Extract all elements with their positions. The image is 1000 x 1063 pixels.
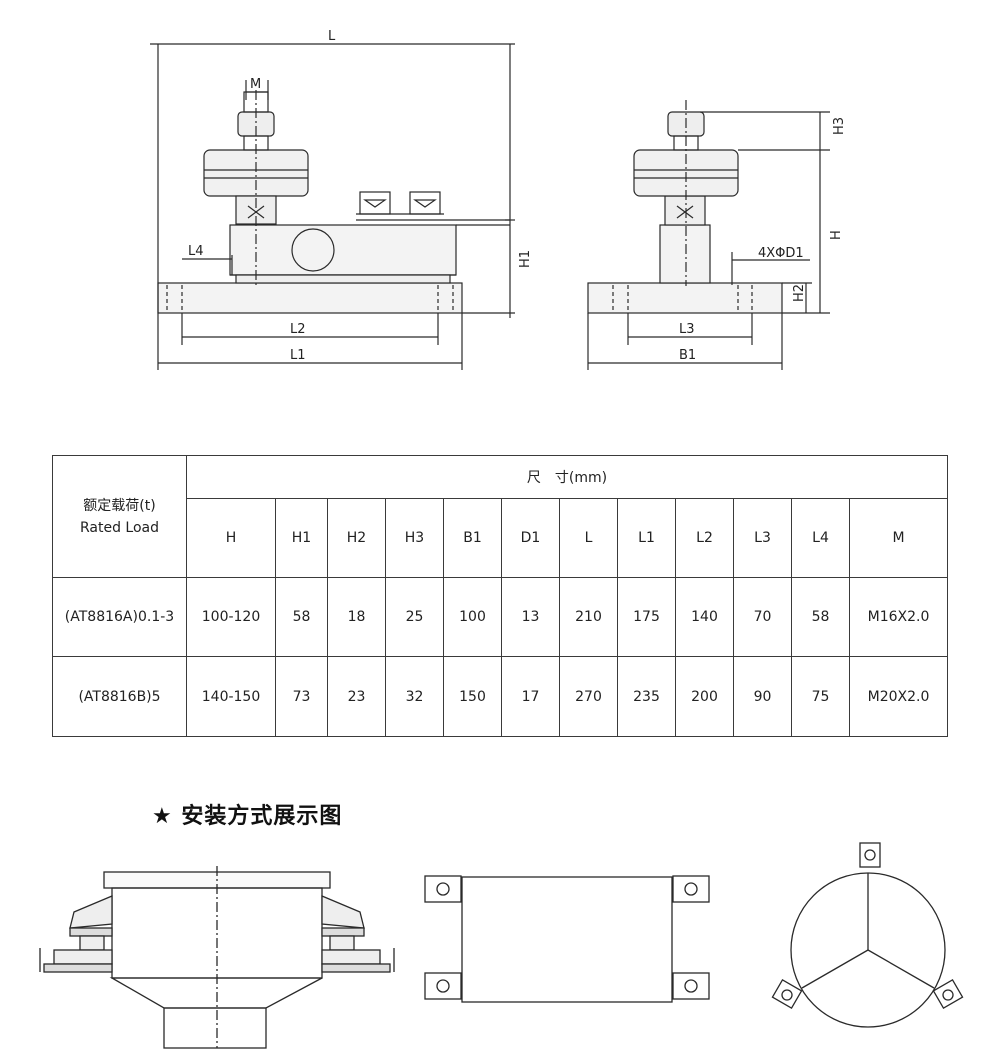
side-load-cell <box>659 224 711 284</box>
column-header: L4 <box>791 498 850 578</box>
table-cell: 25 <box>385 577 444 657</box>
column-header: L1 <box>617 498 676 578</box>
spec-table: 额定载荷(t) Rated Load 尺 寸(mm) H H1 H2 H3 B1… <box>52 455 949 737</box>
table-cell: 140 <box>675 577 734 657</box>
front-base-plate <box>157 282 463 314</box>
column-header: L3 <box>733 498 792 578</box>
installation-diagrams <box>39 842 964 1049</box>
table-cell: 100 <box>443 577 502 657</box>
table-cell: 270 <box>559 656 618 737</box>
front-load-cell <box>229 224 457 276</box>
dim-H2: H2 <box>792 284 807 302</box>
table-row: (AT8816A)0.1-3 100-120 58 18 25 100 13 2… <box>52 577 949 657</box>
rectangular-installation <box>424 875 710 1003</box>
section-title: ★ 安装方式展示图 <box>152 804 343 829</box>
table-cell: 100-120 <box>186 577 276 657</box>
dim-H1: H1 <box>518 250 533 268</box>
dim-L2: L2 <box>290 322 306 337</box>
table-cell: 58 <box>275 577 328 657</box>
size-header: 尺 寸(mm) <box>185 455 949 499</box>
table-cell: 18 <box>327 577 386 657</box>
dim-H3: H3 <box>832 117 847 135</box>
dim-L3: L3 <box>679 322 695 337</box>
table-cell: M20X2.0 <box>848 656 949 737</box>
dim-D1: 4XΦD1 <box>758 246 804 261</box>
column-header: L <box>559 498 618 578</box>
column-header: H1 <box>275 498 328 578</box>
table-cell: 210 <box>559 577 618 657</box>
column-header: B1 <box>443 498 502 578</box>
table-cell: 200 <box>675 656 734 737</box>
column-header: M <box>848 498 949 578</box>
table-cell: 235 <box>617 656 676 737</box>
table-cell: 73 <box>275 656 328 737</box>
table-cell: 13 <box>501 577 560 657</box>
dim-M: M <box>250 77 261 92</box>
column-header-row: H H1 H2 H3 B1 D1 L L1 L2 L3 L4 M <box>53 498 949 578</box>
dimension-drawing: L M L4 H1 L2 L1 H3 H 4XΦD1 H2 L3 B1 <box>150 29 847 370</box>
table-cell: 70 <box>733 577 792 657</box>
hopper-installation <box>39 866 395 1049</box>
table-cell: 175 <box>617 577 676 657</box>
dim-L4: L4 <box>188 244 204 259</box>
dim-L: L <box>328 29 336 44</box>
table-cell: 140-150 <box>186 656 276 737</box>
side-base-plate <box>587 282 783 314</box>
column-header: H3 <box>385 498 444 578</box>
rated-load-header: 额定载荷(t) Rated Load <box>52 455 187 578</box>
rated-load-cn: 额定载荷(t) <box>83 497 156 514</box>
model-cell: (AT8816A)0.1-3 <box>52 577 187 657</box>
dim-L1: L1 <box>290 348 306 363</box>
column-header: D1 <box>501 498 560 578</box>
rated-load-en: Rated Load <box>79 519 160 536</box>
table-cell: 23 <box>327 656 386 737</box>
table-cell: 90 <box>733 656 792 737</box>
column-header: H <box>186 498 276 578</box>
table-cell: 150 <box>443 656 502 737</box>
dim-H: H <box>829 230 844 240</box>
table-row: (AT8816B)5 140-150 73 23 32 150 17 270 2… <box>52 656 949 737</box>
table-cell: 75 <box>791 656 850 737</box>
table-cell: M16X2.0 <box>848 577 949 657</box>
circular-installation <box>771 842 964 1028</box>
column-header: H2 <box>327 498 386 578</box>
model-cell: (AT8816B)5 <box>52 656 187 737</box>
dim-B1: B1 <box>679 348 696 363</box>
table-cell: 58 <box>791 577 850 657</box>
table-cell: 32 <box>385 656 444 737</box>
table-cell: 17 <box>501 656 560 737</box>
column-header: L2 <box>675 498 734 578</box>
